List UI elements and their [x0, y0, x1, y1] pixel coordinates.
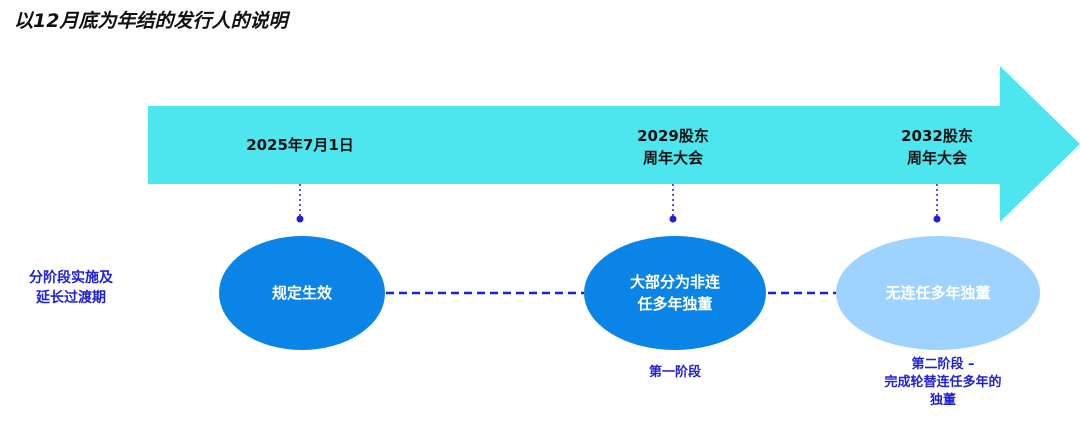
milestone-dot-1 — [296, 215, 304, 223]
phase-label-2: 大部分为非连 任多年独董 — [629, 273, 720, 313]
phase-ellipse-3 — [836, 236, 1040, 350]
milestone-label-3: 2032股东 周年大会 — [901, 127, 973, 167]
milestone-dot-2 — [669, 215, 677, 223]
milestone-dot-3 — [933, 215, 941, 223]
timeline-arrow — [148, 66, 1080, 222]
stage-label-2: 第二阶段 – 完成轮替连任多年的 独董 — [884, 357, 1002, 408]
phase-ellipse-2 — [584, 236, 766, 350]
milestone-label-1: 2025年7月1日 — [246, 136, 354, 154]
page-title: 以12月底为年结的发行人的说明 — [14, 10, 288, 32]
phase-ellipse-1 — [219, 236, 385, 350]
phase-side-label: 分阶段实施及 延长过渡期 — [29, 270, 113, 306]
stage-label-1: 第一阶段 — [648, 365, 701, 380]
phase-label-3: 无连任多年独董 — [885, 284, 991, 302]
phase-label-1: 规定生效 — [271, 284, 332, 302]
milestone-label-2: 2029股东 周年大会 — [637, 127, 709, 167]
